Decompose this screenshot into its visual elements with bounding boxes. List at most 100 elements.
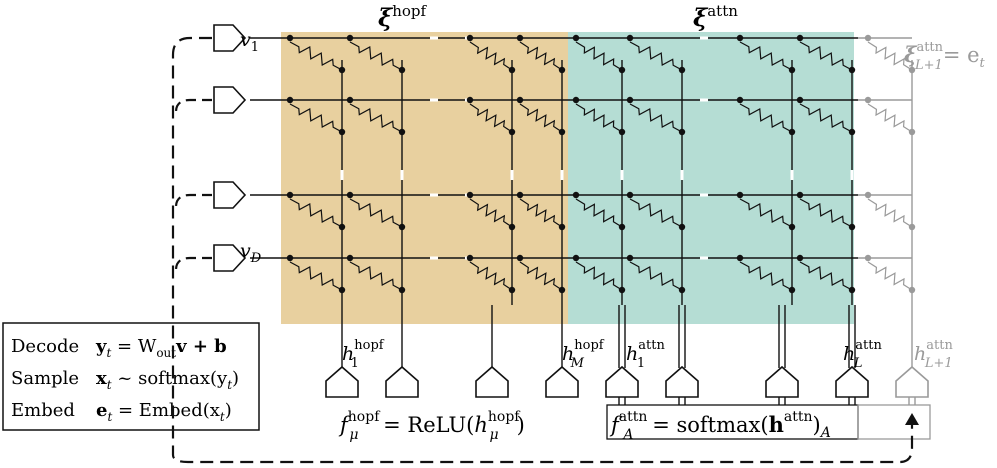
junction-node xyxy=(796,34,804,42)
hidden-neurons xyxy=(325,305,929,405)
synapse-resistor xyxy=(519,198,563,228)
junction-node xyxy=(736,34,744,42)
synapse-resistor xyxy=(575,103,623,133)
junction-node xyxy=(626,34,634,42)
junction-node xyxy=(618,223,626,231)
junction-node xyxy=(626,191,634,199)
synapse-resistor-faded xyxy=(867,198,913,228)
svg-text:Embed: Embed xyxy=(11,400,75,421)
svg-text:xt ~ softmax(yt): xt ~ softmax(yt) xyxy=(96,368,239,392)
junction-node xyxy=(508,128,516,136)
synapse-resistor xyxy=(349,198,403,228)
junction-node xyxy=(508,286,516,294)
junction-node xyxy=(346,254,354,262)
junction-node xyxy=(678,128,686,136)
junction-node xyxy=(558,128,566,136)
hidden-neuron-extra xyxy=(895,365,929,398)
input-neuron xyxy=(213,86,247,114)
junction-node xyxy=(466,191,474,199)
input-label-v1: v1 xyxy=(240,29,259,55)
synapse-resistor-faded xyxy=(867,103,913,133)
junction-node xyxy=(558,66,566,74)
synapse-resistor xyxy=(289,103,343,133)
junction-node-faded xyxy=(908,128,916,136)
junction-node xyxy=(558,286,566,294)
attention-panel xyxy=(568,32,854,324)
svg-text:Sample: Sample xyxy=(11,368,79,389)
synapse-resistor xyxy=(799,261,853,291)
junction-node xyxy=(678,286,686,294)
synapse-resistor xyxy=(739,261,793,291)
junction-node xyxy=(572,34,580,42)
junction-node xyxy=(398,128,406,136)
junction-node xyxy=(346,191,354,199)
junction-node xyxy=(516,191,524,199)
junction-node xyxy=(736,254,744,262)
junction-node xyxy=(398,223,406,231)
junction-node xyxy=(796,254,804,262)
synapse-resistor xyxy=(519,41,563,71)
legend-row-embed: Embed et = Embed(xt) xyxy=(11,400,232,424)
junction-node xyxy=(508,66,516,74)
junction-node xyxy=(466,34,474,42)
junction-node xyxy=(848,286,856,294)
synapse-resistor-faded xyxy=(867,41,913,71)
junction-node xyxy=(788,128,796,136)
synapse-resistor xyxy=(739,41,793,71)
junction-node xyxy=(626,254,634,262)
junction-node xyxy=(286,34,294,42)
junction-node xyxy=(338,128,346,136)
hidden-neuron-attn xyxy=(605,365,639,398)
attention-title: ξattn xyxy=(693,2,738,32)
synapse-resistor xyxy=(629,198,683,228)
hopfield-title: ξhopf xyxy=(378,2,428,32)
junction-node xyxy=(626,96,634,104)
junction-node xyxy=(508,223,516,231)
feedback-branches xyxy=(174,98,212,271)
synapse-resistor xyxy=(469,103,513,133)
feedback-arrow-head xyxy=(905,413,919,425)
junction-node-faded xyxy=(864,254,872,262)
synapse-resistor xyxy=(289,198,343,228)
hidden-neuron-hopf xyxy=(385,365,419,398)
input-label-vD: vD xyxy=(240,240,262,266)
synapse-resistor xyxy=(349,103,403,133)
svg-text:Decode: Decode xyxy=(11,336,79,357)
junction-node xyxy=(736,96,744,104)
junction-node-faded xyxy=(908,286,916,294)
junction-node xyxy=(678,66,686,74)
synapse-resistor xyxy=(469,41,513,71)
junction-node xyxy=(516,254,524,262)
junction-node xyxy=(558,223,566,231)
synapse-resistor xyxy=(629,41,683,71)
junction-node xyxy=(516,96,524,104)
junction-node xyxy=(572,191,580,199)
input-neuron xyxy=(213,244,247,272)
legend-box xyxy=(2,322,260,431)
junction-node xyxy=(788,286,796,294)
junction-node-faded xyxy=(864,34,872,42)
synapse-resistor xyxy=(519,103,563,133)
junction-node xyxy=(618,286,626,294)
synapse-resistor xyxy=(629,103,683,133)
hidden-neuron-attn xyxy=(835,365,869,398)
synapse-resistor xyxy=(349,261,403,291)
synapse-resistor xyxy=(289,41,343,71)
junction-node-faded xyxy=(908,66,916,74)
input-neurons xyxy=(213,24,247,272)
synapse-grid xyxy=(250,34,916,395)
junction-node xyxy=(286,254,294,262)
hidden-neuron-attn xyxy=(765,365,799,398)
junction-node xyxy=(678,223,686,231)
junction-node xyxy=(346,96,354,104)
synapse-resistor xyxy=(469,198,513,228)
hidden-neuron-attn xyxy=(665,365,699,398)
synapse-resistor xyxy=(799,103,853,133)
extra-formula-box xyxy=(857,404,931,440)
